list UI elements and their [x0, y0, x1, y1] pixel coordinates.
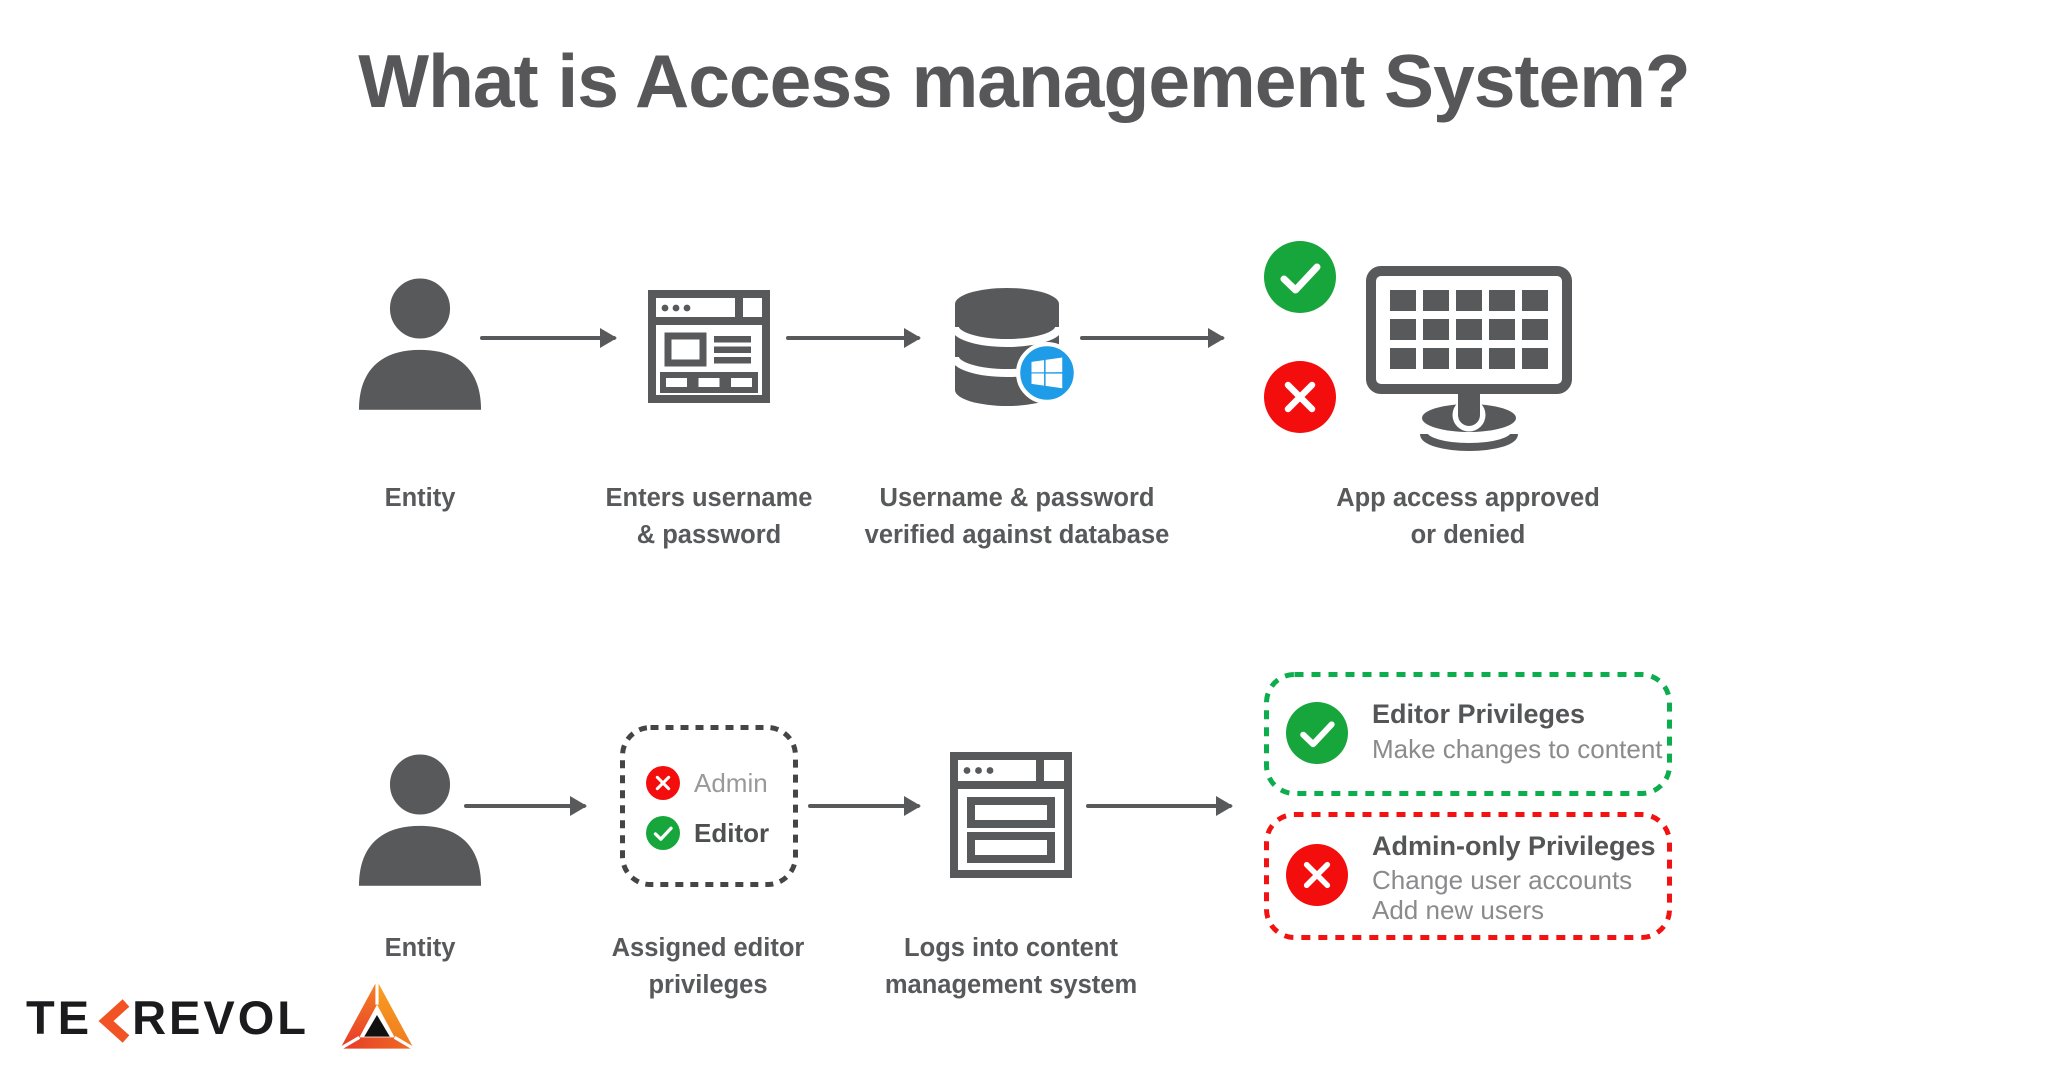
privilege-denied-label: Admin: [694, 768, 768, 798]
caption-line: verified against database: [864, 521, 1170, 549]
caption-line: Entity: [384, 934, 456, 962]
caption-entity-row1: Entity: [270, 480, 570, 517]
caption-line: Enters username: [605, 484, 813, 512]
dashed-border: [620, 725, 798, 887]
page-title: What is Access management System?: [358, 39, 1690, 123]
logo-chevron-icon: [98, 999, 130, 1043]
person-icon: [356, 272, 484, 410]
privilege-granted-label: Editor: [694, 818, 770, 848]
card-title: Admin-only Privileges: [1372, 831, 1656, 861]
database-icon: [951, 288, 1063, 406]
caption-line: Entity: [384, 484, 456, 512]
caption-line: App access approved: [1336, 484, 1600, 512]
logo-triangle-icon: [339, 980, 415, 1050]
monitor-icon: [1366, 266, 1572, 451]
caption-line: Assigned editor: [611, 934, 805, 962]
caption-enters-credentials: Enters username & password: [534, 480, 884, 554]
check-circle-icon: [1286, 702, 1348, 764]
arrow-right-icon: [1080, 328, 1225, 348]
assigned-privileges-box: Admin Editor: [620, 725, 798, 887]
caption-logs-into-cms: Logs into content management system: [836, 930, 1186, 1004]
logo-text-left: TE: [26, 991, 93, 1044]
caption-line: & password: [636, 521, 782, 549]
card-title: Editor Privileges: [1372, 699, 1586, 729]
card-line: Make changes to content: [1372, 734, 1663, 764]
caption-line: Logs into content: [904, 934, 1118, 962]
arrow-right-icon: [786, 328, 921, 348]
arrow-right-icon: [480, 328, 617, 348]
arrow-right-icon: [464, 796, 587, 816]
caption-assigned-privileges: Assigned editor privileges: [533, 930, 883, 1004]
check-circle-icon: [1264, 241, 1336, 313]
cross-circle-icon: [1264, 361, 1336, 433]
person-icon: [356, 748, 484, 886]
card-line: Add new users: [1372, 895, 1544, 925]
caption-line: Username & password: [879, 484, 1155, 512]
dashed-border: [1264, 812, 1672, 940]
cross-circle-icon: [646, 766, 680, 800]
tekrevol-logo: TE REVOL: [26, 980, 417, 1054]
arrow-right-icon: [808, 796, 921, 816]
logo-text-right: REVOL: [132, 991, 309, 1044]
windows-badge-icon: [1016, 342, 1078, 404]
caption-verified-database: Username & password verified against dat…: [817, 480, 1217, 554]
arrow-right-icon: [1086, 796, 1233, 816]
caption-line: or denied: [1410, 521, 1526, 549]
admin-privileges-card: Admin-only Privileges Change user accoun…: [1264, 812, 1672, 940]
editor-privileges-card: Editor Privileges Make changes to conten…: [1264, 672, 1672, 796]
cross-circle-icon: [1286, 844, 1348, 906]
caption-entity-row2: Entity: [270, 930, 570, 967]
card-line: Change user accounts: [1372, 865, 1633, 895]
browser-login-icon: [648, 290, 770, 403]
caption-line: privileges: [648, 971, 768, 999]
check-circle-icon: [646, 816, 680, 850]
cms-window-icon: [950, 752, 1072, 878]
caption-line: management system: [884, 971, 1138, 999]
caption-access-approved-denied: App access approved or denied: [1293, 480, 1643, 554]
dashed-border: [1264, 672, 1672, 796]
